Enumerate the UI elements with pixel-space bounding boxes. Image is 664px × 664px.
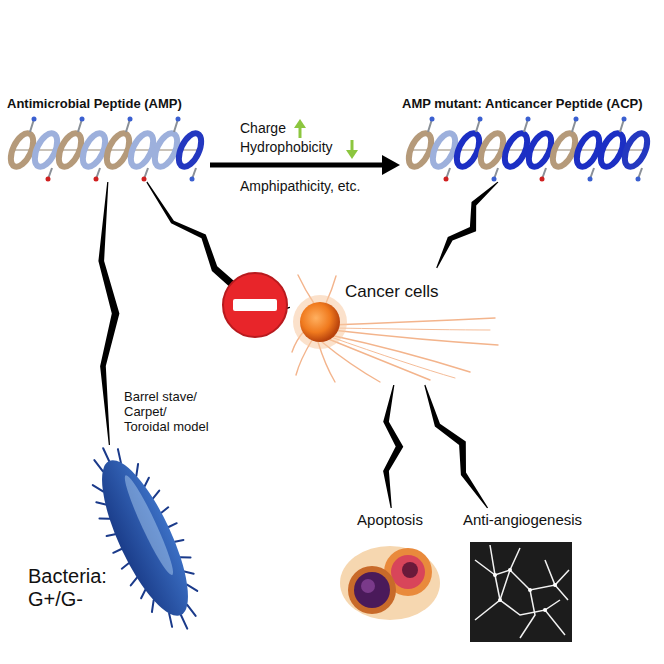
panel-heading: Antimicrobial Peptide (AMP)	[7, 97, 182, 112]
apoptosis-image	[340, 546, 440, 620]
bacterium	[71, 433, 219, 643]
amp-helix	[6, 130, 206, 170]
connector	[436, 182, 498, 269]
connector	[98, 182, 119, 445]
lightning-connector	[424, 385, 488, 509]
arrow-shaft	[210, 163, 386, 168]
panel-label: Bacteria: G+/G-	[28, 565, 123, 611]
connector	[424, 385, 488, 509]
annotation-label: Charge	[240, 120, 286, 136]
edge-label: Barrel stave/ Carpet/ Toroidal model	[124, 390, 214, 435]
lightning-connector	[383, 385, 403, 508]
cancer-cell-panel: Cancer cells	[290, 268, 500, 385]
panel-label: Anti-angiogenesis	[463, 511, 582, 528]
connector	[383, 385, 403, 508]
annotation-label: Amphipathicity, etc.	[240, 178, 360, 194]
acp-helix	[404, 130, 652, 170]
lightning-connector	[98, 182, 119, 445]
angiogenesis-image	[470, 542, 572, 642]
acp-side-chains	[428, 117, 642, 182]
connector	[210, 155, 400, 175]
outcome-panel: Anti-angiogenesis	[455, 508, 590, 645]
panel-heading: AMP mutant: Anticancer Peptide (ACP)	[402, 97, 643, 112]
arrow-head	[382, 155, 400, 175]
panel-label: Cancer cells	[345, 282, 439, 302]
amp-side-chains	[30, 117, 196, 182]
panel-label: Apoptosis	[357, 511, 423, 528]
outcome-panel: Apoptosis	[335, 508, 445, 625]
peptide-panel: AMP mutant: Anticancer Peptide (ACP)	[400, 92, 660, 182]
peptide-panel: Antimicrobial Peptide (AMP)	[5, 92, 210, 182]
cancer-cell	[292, 275, 498, 382]
annotation-label: Hydrophobicity	[240, 139, 333, 155]
bacteria-panel: Bacteria: G+/G-	[20, 445, 200, 632]
lightning-connector	[436, 182, 498, 269]
